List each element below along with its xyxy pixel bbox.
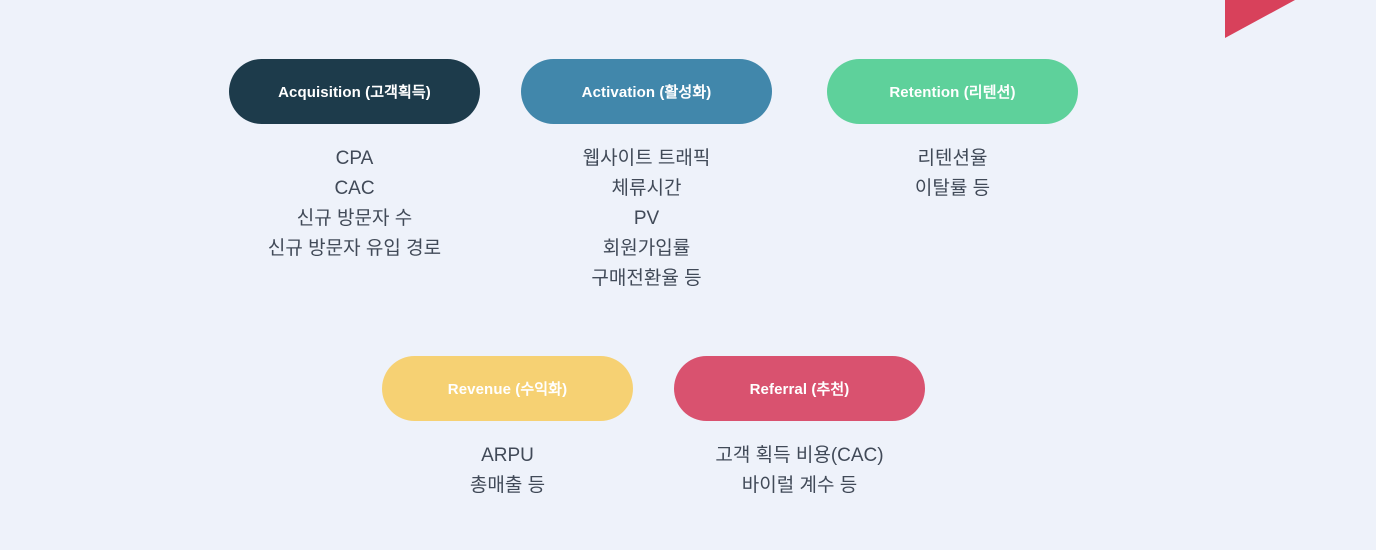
metric-item: 회원가입률 [602,238,691,259]
metric-item: 웹사이트 트래픽 [582,148,711,169]
metric-list-revenue: ARPU 총매출 등 [382,441,633,501]
stage-label-activation: Activation (활성화) [581,84,712,101]
metric-item: 신규 방문자 유입 경로 [267,238,442,259]
metric-item: CPA [335,148,374,169]
metric-item: 이탈률 등 [914,178,991,199]
stage-label-acquisition: Acquisition (고객획득) [278,84,431,101]
metric-item: 구매전환율 등 [591,268,702,289]
metric-list-referral: 고객 획득 비용(CAC) 바이럴 계수 등 [674,441,925,501]
metric-item: ARPU [481,445,534,466]
stage-group-retention: Retention (리텐션) 리텐션율 이탈률 등 [827,59,1078,204]
stage-group-acquisition: Acquisition (고객획득) CPA CAC 신규 방문자 수 신규 방… [229,59,480,264]
metric-list-retention: 리텐션율 이탈률 등 [827,144,1078,204]
metric-item: 체류시간 [611,178,682,199]
stage-group-activation: Activation (활성화) 웹사이트 트래픽 체류시간 PV 회원가입률 … [521,59,772,294]
stage-pill-activation: Activation (활성화) [521,59,772,124]
metric-item: 신규 방문자 수 [296,208,413,229]
metric-item: 고객 획득 비용(CAC) [715,445,884,466]
stage-label-retention: Retention (리텐션) [889,84,1016,101]
stage-pill-retention: Retention (리텐션) [827,59,1078,124]
metric-item: 총매출 등 [469,475,546,496]
metric-list-activation: 웹사이트 트래픽 체류시간 PV 회원가입률 구매전환율 등 [521,144,772,294]
stage-label-referral: Referral (추천) [749,381,850,398]
red-corner-triangle-decoration [1225,0,1295,38]
stage-pill-referral: Referral (추천) [674,356,925,421]
stage-label-revenue: Revenue (수익화) [447,381,568,398]
stage-group-referral: Referral (추천) 고객 획득 비용(CAC) 바이럴 계수 등 [674,356,925,501]
metric-item: CAC [334,178,375,199]
metric-list-acquisition: CPA CAC 신규 방문자 수 신규 방문자 유입 경로 [229,144,480,264]
metric-item: 바이럴 계수 등 [741,475,858,496]
stage-pill-acquisition: Acquisition (고객획득) [229,59,480,124]
metric-item: 리텐션율 [917,148,988,169]
stage-group-revenue: Revenue (수익화) ARPU 총매출 등 [382,356,633,501]
stage-pill-revenue: Revenue (수익화) [382,356,633,421]
metric-item: PV [633,208,660,229]
